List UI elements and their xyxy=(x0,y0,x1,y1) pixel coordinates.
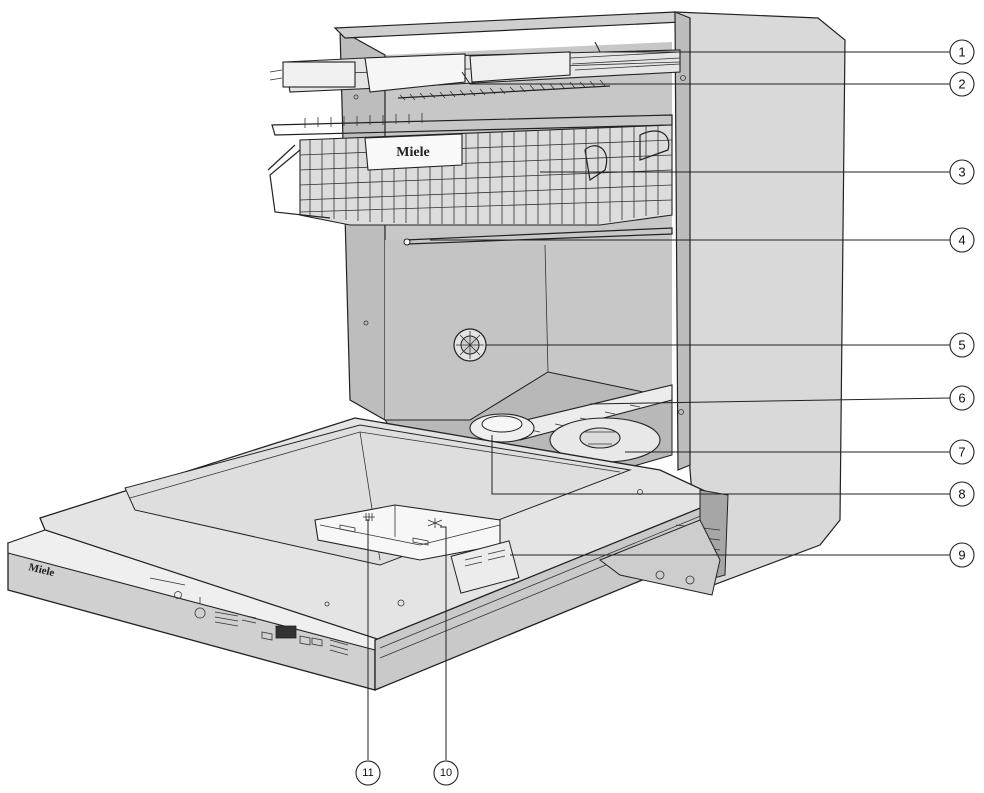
callout-3-label: 3 xyxy=(958,165,965,180)
callout-9-label: 9 xyxy=(958,548,965,563)
filter-combination xyxy=(469,413,535,443)
callout-7-label: 7 xyxy=(958,445,965,460)
callout-6-label: 6 xyxy=(958,391,965,406)
salt-container xyxy=(549,417,661,463)
callout-8: 8 xyxy=(949,481,975,507)
callout-1-label: 1 xyxy=(958,45,965,60)
callout-4-label: 4 xyxy=(958,233,965,248)
cutlery-tray xyxy=(269,49,681,101)
callout-4: 4 xyxy=(949,227,975,253)
callout-leader-lines xyxy=(366,41,951,760)
callout-10-label: 10 xyxy=(440,767,452,779)
callout-2: 2 xyxy=(949,71,975,97)
callout-9: 9 xyxy=(949,542,975,568)
dishwasher-door xyxy=(7,417,729,691)
callout-7: 7 xyxy=(949,439,975,465)
callout-5-label: 5 xyxy=(958,338,965,353)
callout-5: 5 xyxy=(949,332,975,358)
callout-8-label: 8 xyxy=(958,487,965,502)
callout-11: 11 xyxy=(355,760,381,786)
spray-hub xyxy=(453,328,487,362)
basket-brand-label: Miele xyxy=(396,145,429,160)
callout-11-label: 11 xyxy=(362,767,373,779)
callout-6: 6 xyxy=(949,385,975,411)
callout-3: 3 xyxy=(949,159,975,185)
upper-basket xyxy=(267,113,673,246)
callout-2-label: 2 xyxy=(958,77,965,92)
callout-1: 1 xyxy=(949,39,975,65)
callout-10: 10 xyxy=(433,760,459,786)
